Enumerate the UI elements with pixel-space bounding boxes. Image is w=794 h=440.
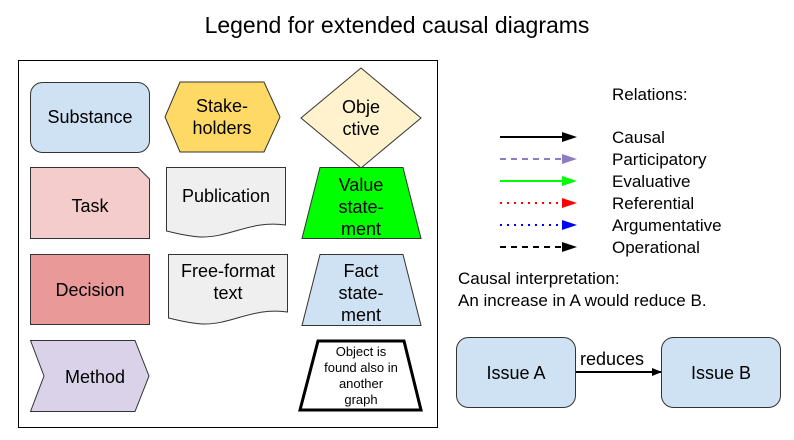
example-node-a: Issue A xyxy=(456,337,576,408)
relation-label: Evaluative xyxy=(612,172,690,191)
interpretation-sentence: An increase in A would reduce B. xyxy=(458,291,707,310)
node-stakeholders: Stake-holders xyxy=(164,81,281,153)
shape-label-line: state- xyxy=(338,283,383,303)
shape-label-line: text xyxy=(213,283,242,303)
example-node-b: Issue B xyxy=(661,337,781,408)
arrowhead-icon xyxy=(562,198,577,208)
publication-shape xyxy=(166,167,286,238)
shape-label-line: Task xyxy=(71,196,109,216)
arrowhead-icon xyxy=(562,220,577,230)
shape-label-line: Method xyxy=(65,367,125,387)
relation-label: Causal xyxy=(612,128,665,147)
relation-referential: Referential xyxy=(500,194,694,213)
node-substance: Substance xyxy=(30,82,150,153)
objective-shape xyxy=(300,67,422,169)
relation-label: Referential xyxy=(612,194,694,213)
relation-label: Operational xyxy=(612,238,700,257)
shape-label-line: graph xyxy=(344,392,377,407)
interpretation-heading: Causal interpretation: xyxy=(458,269,620,288)
shape-label-line: found also in xyxy=(324,360,398,375)
shape-label-line: ment xyxy=(341,219,381,239)
shape-label-line: Value xyxy=(339,175,384,195)
arrowhead-icon xyxy=(562,154,577,164)
fact-statement-shape xyxy=(301,254,422,326)
relation-causal: Causal xyxy=(500,128,665,147)
diagram-title: Legend for extended causal diagrams xyxy=(204,12,590,38)
relations-legend: CausalParticipatoryEvaluativeReferential… xyxy=(500,128,722,257)
shape-label-line: Obje xyxy=(342,97,380,117)
shape-label-line: Decision xyxy=(55,280,124,300)
arrowhead-icon xyxy=(562,242,577,252)
value-statement-shape xyxy=(301,167,422,239)
task-shape xyxy=(30,167,150,239)
relation-evaluative: Evaluative xyxy=(500,172,690,191)
node-decision: Decision xyxy=(30,254,150,325)
shape-label-line: Fact xyxy=(343,261,378,281)
relations-heading: Relations: xyxy=(612,85,688,104)
shape-label-line: Publication xyxy=(182,186,270,206)
relation-participatory: Participatory xyxy=(500,150,707,169)
shape-label-line: Free-format xyxy=(181,261,275,281)
shape-label-line: another xyxy=(339,376,384,391)
reduces-label: reduces xyxy=(580,349,644,369)
substance-shape xyxy=(30,82,150,153)
arrowhead-icon xyxy=(562,132,577,142)
relation-argumentative: Argumentative xyxy=(500,216,722,235)
shape-label-line: Object is xyxy=(336,344,387,359)
method-shape xyxy=(29,340,150,412)
node-task: Task xyxy=(30,167,150,239)
issue-a-label: Issue A xyxy=(486,363,545,383)
node-method: Method xyxy=(29,340,150,412)
shape-label-line: holders xyxy=(192,118,251,138)
node-types-frame xyxy=(18,60,438,428)
shape-label-line: Stake- xyxy=(196,96,248,116)
arrowhead-icon xyxy=(562,176,577,186)
found-elsewhere-shape xyxy=(298,339,423,412)
decision-shape xyxy=(30,254,150,325)
relation-label: Participatory xyxy=(612,150,707,169)
issue-b-label: Issue B xyxy=(691,363,751,383)
shape-label-line: ctive xyxy=(342,119,379,139)
relation-operational: Operational xyxy=(500,238,700,257)
stakeholders-shape xyxy=(164,81,281,153)
shape-label-line: ment xyxy=(341,305,381,325)
shape-label-line: state- xyxy=(338,197,383,217)
issue-b-shape xyxy=(661,337,781,408)
relation-label: Argumentative xyxy=(612,216,722,235)
node-publication: Publication xyxy=(166,167,286,238)
issue-a-shape xyxy=(456,337,576,408)
free-format-text-shape xyxy=(168,254,288,325)
shape-label-line: Substance xyxy=(47,107,132,127)
